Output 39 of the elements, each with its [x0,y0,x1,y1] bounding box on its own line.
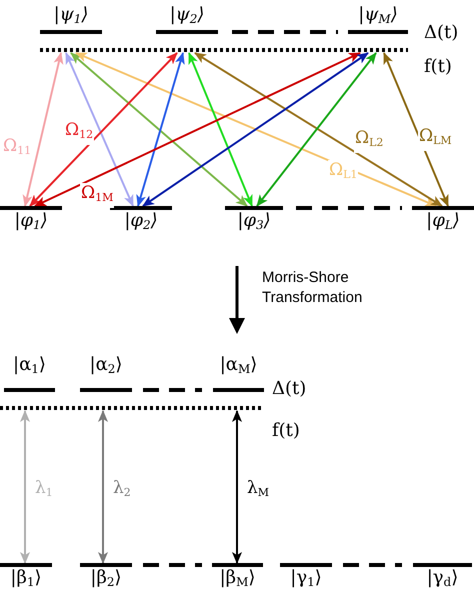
edge-label: Ω$_{1M}$ [80,183,114,208]
state-label: |β$_{M}$⟩ [220,567,256,591]
edge-label: Ω$_{L2}$ [354,128,384,153]
state-label: |γ$_{1}$⟩ [290,567,322,591]
transformation-label: Morris-Shore Transformation [262,268,364,308]
parameter-label: f(t) [424,56,452,78]
state-label: |ψ$_{1}$⟩ [54,4,88,28]
arrow [256,52,377,207]
arrow [75,52,437,207]
arrow [70,52,248,207]
parameter-label: Δ(t) [272,378,306,400]
arrow [232,410,242,564]
arrow [22,52,64,207]
arrow [194,52,443,207]
state-label: |β$_{1}$⟩ [10,567,42,591]
arrow [188,52,253,207]
state-label: |β$_{2}$⟩ [90,567,122,591]
arrow [29,52,178,207]
parameter-label: Δ(t) [424,22,458,44]
state-label: |α$_{1}$⟩ [13,354,46,378]
state-label: |φ$_{1}$⟩ [14,210,48,234]
arrow [98,410,108,564]
state-label: |ψ$_{2}$⟩ [170,4,204,28]
state-label: |φ$_{L}$⟩ [426,210,460,234]
state-label: |φ$_{3}$⟩ [237,210,271,234]
state-label: |φ$_{2}$⟩ [124,210,158,234]
state-label: |ψ$_{M}$⟩ [358,4,398,28]
state-label: |α$_{2}$⟩ [90,354,122,378]
arrow [383,52,449,207]
arrow [136,52,185,207]
edge-label: Ω$_{12}$ [64,120,94,145]
arrow [65,52,134,207]
arrow [34,52,361,207]
arrow [20,410,30,564]
state-label: |α$_{M}$⟩ [220,354,258,378]
parameter-label: f(t) [272,420,300,442]
state-label: |γ$_{d}$⟩ [426,567,458,591]
edge-label: Ω$_{LM}$ [418,126,453,151]
arrow [142,52,369,207]
